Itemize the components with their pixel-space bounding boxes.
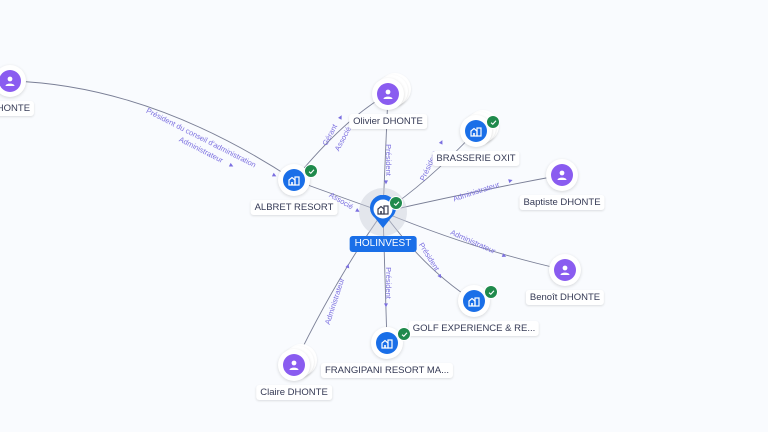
building-icon — [465, 120, 487, 142]
edge-label: Président — [384, 144, 393, 177]
node-label[interactable]: ALBRET RESORT — [250, 200, 338, 215]
edge-arrow-icon — [355, 208, 360, 212]
node-circle[interactable] — [371, 327, 403, 359]
node-label[interactable]: Claire DHONTE — [256, 385, 332, 400]
node-label[interactable]: Baptiste DHONTE — [519, 195, 605, 210]
node-circle[interactable] — [549, 254, 581, 286]
verified-check-icon — [304, 164, 318, 178]
person-icon — [283, 354, 305, 376]
node-label[interactable]: Olivier DHONTE — [349, 114, 427, 129]
edge-arrow-icon — [338, 115, 342, 120]
edge-label: Président du conseil d'administration — [145, 106, 258, 169]
edge-arrow-icon — [438, 140, 443, 145]
node-label[interactable]: Benoît DHONTE — [525, 290, 605, 305]
edge-label: Administrateur — [452, 180, 501, 204]
edge-arrow-icon — [501, 253, 507, 257]
node-circle[interactable] — [278, 349, 310, 381]
node-label[interactable]: BRASSERIE OXIT — [432, 151, 520, 166]
building-icon — [376, 332, 398, 354]
edge-arrow-icon — [437, 273, 442, 279]
node-label[interactable]: GOLF EXPERIENCE & RE... — [408, 321, 540, 336]
node-circle[interactable] — [546, 159, 578, 191]
building-icon — [377, 205, 389, 215]
person-icon — [554, 259, 576, 281]
node-label[interactable]: FRANGIPANI RESORT MA... — [320, 363, 454, 378]
person-icon — [0, 70, 21, 92]
edge-arrow-icon — [384, 180, 388, 185]
verified-check-icon — [486, 115, 500, 129]
node-circle[interactable] — [458, 285, 490, 317]
edge-label: Administrateur — [323, 276, 347, 325]
edge-arrow-icon — [384, 303, 388, 308]
node-circle[interactable] — [278, 164, 310, 196]
edge-arrow-icon — [345, 263, 350, 269]
edge-hdhonte-albret — [9, 80, 295, 181]
building-icon — [283, 169, 305, 191]
person-icon — [377, 83, 399, 105]
verified-check-icon — [397, 327, 411, 341]
edge-label: Administrateur — [449, 228, 497, 256]
hub-label[interactable]: HOLINVEST — [349, 236, 417, 252]
edge-label-layer: Président du conseil d'administrationAdm… — [145, 106, 513, 326]
person-icon — [551, 164, 573, 186]
edge-label: Président — [384, 267, 393, 300]
verified-check-icon — [389, 196, 403, 210]
edge-benoit-hub — [382, 211, 566, 271]
node-circle[interactable] — [372, 78, 404, 110]
edge-arrow-icon — [508, 179, 513, 184]
verified-check-icon — [484, 285, 498, 299]
edge-arrow-icon — [228, 162, 234, 167]
node-circle[interactable] — [0, 65, 26, 97]
edge-baptiste-hub — [382, 174, 563, 213]
edge-arrow-icon — [271, 172, 277, 177]
building-icon — [463, 290, 485, 312]
node-label[interactable]: DHONTE — [0, 101, 35, 116]
